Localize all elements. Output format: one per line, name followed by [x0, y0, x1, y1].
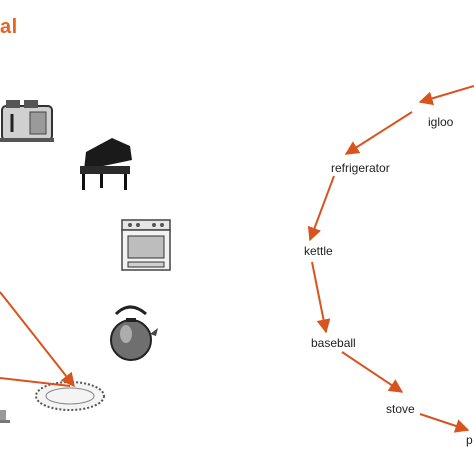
- small-object-icon: [0, 410, 10, 423]
- word-refrigerator: refrigerator: [331, 161, 390, 175]
- arrow-kettle-baseball: [311, 261, 331, 334]
- piano-icon: [80, 138, 132, 190]
- stove-icon: [121, 219, 171, 271]
- word-baseball: baseball: [311, 336, 356, 350]
- arrow-baseball-stove: [341, 351, 404, 393]
- arrow-into-igloo: [418, 85, 474, 106]
- word-igloo: igloo: [428, 115, 454, 129]
- arrow-refrigerator-kettle: [307, 175, 335, 242]
- word-kettle: kettle: [304, 244, 333, 258]
- panel-title: al: [0, 16, 18, 38]
- protractor-icon: [35, 381, 105, 411]
- arrow-left-long: [0, 291, 75, 388]
- arrow-stove-next: [419, 413, 470, 433]
- kettle-icon: [110, 305, 158, 361]
- arrow-left-short: [0, 377, 71, 387]
- word-p: p: [466, 433, 473, 447]
- arrow-igloo-refrigerator: [344, 111, 413, 155]
- toaster-icon: [0, 100, 54, 142]
- word-stove: stove: [386, 402, 415, 416]
